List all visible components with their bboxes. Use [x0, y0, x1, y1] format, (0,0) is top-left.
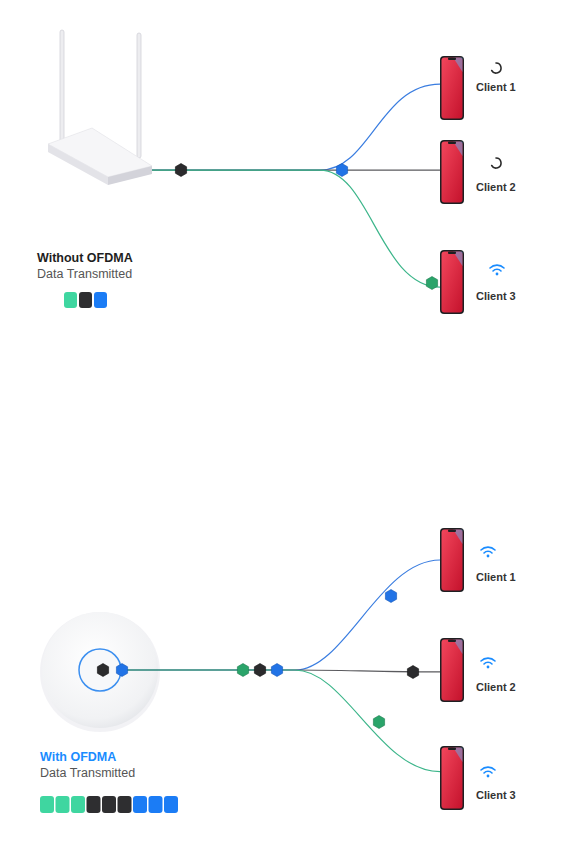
data-blocks	[40, 796, 178, 813]
phone-bezel	[440, 56, 464, 120]
data-packet	[407, 666, 418, 679]
client-phone: Client 1	[440, 528, 464, 592]
wifi-icon	[481, 547, 495, 557]
phone-bezel	[440, 140, 464, 204]
data-block	[71, 796, 85, 813]
phone-bezel	[440, 638, 464, 702]
phone-shape	[440, 250, 464, 314]
data-block	[87, 796, 101, 813]
phone-bezel	[440, 250, 464, 314]
data-block	[79, 292, 92, 308]
loading-spinner	[492, 158, 501, 168]
data-block	[149, 796, 163, 813]
client-label: Client 3	[476, 289, 516, 304]
router-shape	[48, 128, 152, 185]
phone-bezel	[440, 746, 464, 810]
phone-notch	[448, 748, 456, 751]
phone-screen	[442, 748, 463, 809]
router-top	[48, 128, 152, 177]
access-point-ring	[79, 649, 121, 691]
data-blocks	[64, 292, 107, 308]
phone-screen	[442, 142, 463, 203]
phone-shape	[440, 528, 464, 592]
phone-screen	[442, 252, 463, 313]
data-packet	[336, 164, 347, 177]
client-label: Client 2	[476, 680, 516, 695]
wifi-icon	[481, 767, 495, 777]
data-stream-line	[122, 670, 440, 772]
router-antenna	[137, 33, 141, 158]
client-phone: Client 3	[440, 250, 464, 314]
phone-notch	[448, 142, 456, 145]
access-point: With OFDMAData Transmitted	[78, 648, 122, 692]
router-device: Without OFDMAData Transmitted	[48, 128, 152, 185]
client-label: Client 1	[476, 570, 516, 585]
ap-shadow	[40, 612, 160, 732]
data-packet	[271, 664, 282, 677]
wifi-icon	[490, 265, 504, 275]
router-side	[108, 166, 152, 185]
phone-bezel	[440, 528, 464, 592]
data-stream-line	[122, 560, 440, 670]
panel-title: With OFDMA	[40, 750, 116, 765]
ap-shape	[78, 648, 122, 692]
data-stream-line	[152, 170, 440, 287]
data-packet	[426, 277, 437, 290]
router-front	[48, 144, 108, 185]
loading-spinner	[492, 63, 501, 73]
client-phone: Client 2	[440, 638, 464, 702]
phone-notch	[448, 58, 456, 61]
phone-shape	[440, 56, 464, 120]
wifi-icon	[481, 658, 495, 668]
phone-shape	[440, 140, 464, 204]
client-label: Client 3	[476, 788, 516, 803]
client-phone: Client 3	[440, 746, 464, 810]
phone-shape	[440, 638, 464, 702]
client-phone: Client 1	[440, 56, 464, 120]
panel-subtitle: Data Transmitted	[40, 766, 135, 781]
data-block	[40, 796, 54, 813]
data-block	[118, 796, 132, 813]
phone-screen	[442, 530, 463, 591]
phone-notch	[448, 640, 456, 643]
client-label: Client 2	[476, 180, 516, 195]
phone-screen	[442, 58, 463, 119]
router-antenna	[60, 30, 64, 148]
data-packet	[237, 664, 248, 677]
data-block	[133, 796, 147, 813]
panel-subtitle: Data Transmitted	[37, 267, 132, 282]
data-block	[164, 796, 178, 813]
data-stream-line	[152, 84, 440, 170]
data-block	[94, 292, 107, 308]
client-phone: Client 2	[440, 140, 464, 204]
data-block	[64, 292, 77, 308]
data-packet	[175, 164, 186, 177]
client-label: Client 1	[476, 80, 516, 95]
panel-title: Without OFDMA	[37, 251, 133, 266]
data-packet	[373, 716, 384, 729]
phone-shape	[440, 746, 464, 810]
phone-notch	[448, 530, 456, 533]
data-packet	[254, 664, 265, 677]
data-block	[102, 796, 116, 813]
data-block	[56, 796, 70, 813]
phone-screen	[442, 640, 463, 701]
data-packet	[385, 590, 396, 603]
phone-notch	[448, 252, 456, 255]
